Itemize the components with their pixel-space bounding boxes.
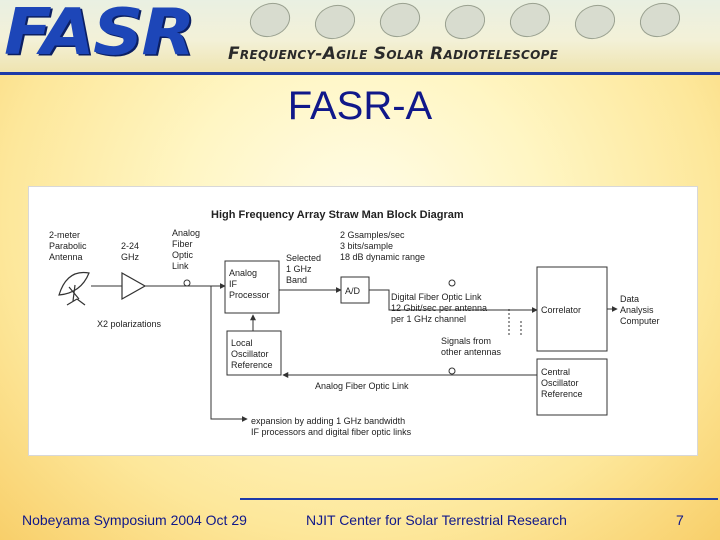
fiber-connector-icon — [183, 279, 191, 287]
digital-link-label: Digital Fiber Optic Link 12 Gbit/sec per… — [391, 292, 487, 324]
svg-text:other antennas: other antennas — [441, 347, 502, 357]
svg-text:Optic: Optic — [172, 250, 194, 260]
svg-text:12 Gbit/sec per antenna: 12 Gbit/sec per antenna — [391, 303, 487, 313]
header-rule — [0, 72, 720, 75]
header-banner: FASR Frequency-Agile Solar Radiotelescop… — [0, 0, 720, 72]
sampling-label: 2 Gsamples/sec 3 bits/sample 18 dB dynam… — [340, 230, 425, 262]
svg-text:IF: IF — [229, 279, 238, 289]
slide-title: FASR-A — [287, 84, 433, 128]
if-processor-box — [224, 260, 280, 314]
svg-text:Central: Central — [541, 367, 570, 377]
svg-text:Reference: Reference — [541, 389, 583, 399]
svg-text:Band: Band — [286, 275, 307, 285]
svg-text:Parabolic: Parabolic — [49, 241, 87, 251]
svg-text:GHz: GHz — [121, 252, 140, 262]
antenna-label: 2-meter Parabolic Antenna — [49, 230, 87, 262]
svg-text:2-24: 2-24 — [121, 241, 139, 251]
radio-dish-array-image — [249, 2, 681, 40]
expansion-label: expansion by adding 1 GHz bandwidth IF p… — [251, 416, 412, 437]
svg-text:Analog: Analog — [172, 228, 200, 238]
svg-text:Analog: Analog — [229, 268, 257, 278]
svg-text:expansion by adding 1 GHz band: expansion by adding 1 GHz bandwidth — [251, 416, 405, 426]
central-oscillator-label: Central Oscillator Reference — [541, 367, 583, 399]
svg-text:Local: Local — [231, 338, 253, 348]
block-diagram: High Frequency Array Straw Man Block Dia… — [28, 186, 698, 456]
fiber-link-label: Analog Fiber Optic Link — [172, 228, 200, 271]
polarization-label: X2 polarizations — [97, 319, 162, 329]
svg-text:3 bits/sample: 3 bits/sample — [340, 241, 393, 251]
antenna-icon — [58, 271, 90, 306]
ad-converter-box — [340, 276, 370, 304]
svg-text:Digital Fiber Optic Link: Digital Fiber Optic Link — [391, 292, 482, 302]
svg-text:IF processors and digital fibe: IF processors and digital fiber optic li… — [251, 427, 412, 437]
diagram-title: High Frequency Array Straw Man Block Dia… — [211, 209, 464, 221]
ad-label: A/D — [345, 286, 361, 296]
footer-rule — [240, 498, 718, 500]
ad-to-correlator-line — [369, 289, 538, 313]
svg-text:Processor: Processor — [229, 290, 270, 300]
analog-return-label: Analog Fiber Optic Link — [315, 381, 409, 391]
svg-text:18 dB dynamic range: 18 dB dynamic range — [340, 252, 425, 262]
svg-text:Link: Link — [172, 261, 189, 271]
svg-text:Oscillator: Oscillator — [231, 349, 269, 359]
footer-event: Nobeyama Symposium 2004 Oct 29 — [22, 512, 247, 528]
svg-text:per 1 GHz channel: per 1 GHz channel — [391, 314, 466, 324]
data-analysis-label: Data Analysis Computer — [620, 294, 660, 326]
svg-text:2-meter: 2-meter — [49, 230, 80, 240]
svg-text:Signals from: Signals from — [441, 336, 491, 346]
return-connector-icon — [448, 367, 456, 375]
svg-text:Computer: Computer — [620, 316, 660, 326]
expansion-line — [210, 286, 248, 422]
other-antennas-label: Signals from other antennas — [441, 336, 502, 357]
central-oscillator-box — [536, 358, 608, 416]
svg-text:Reference: Reference — [231, 360, 273, 370]
freq-label: 2-24 GHz — [121, 241, 140, 262]
svg-text:Antenna: Antenna — [49, 252, 83, 262]
page-number: 7 — [676, 512, 684, 528]
correlator-box — [536, 266, 608, 352]
svg-text:Oscillator: Oscillator — [541, 378, 579, 388]
local-oscillator-label: Local Oscillator Reference — [231, 338, 273, 370]
svg-text:1 GHz: 1 GHz — [286, 264, 312, 274]
svg-text:Data: Data — [620, 294, 639, 304]
local-oscillator-box — [226, 330, 282, 376]
svg-text:Fiber: Fiber — [172, 239, 193, 249]
svg-text:Analysis: Analysis — [620, 305, 654, 315]
digital-connector-icon — [448, 279, 456, 287]
if-processor-label: Analog IF Processor — [229, 268, 270, 300]
amplifier-triangle — [121, 271, 147, 301]
banner-subtitle: Frequency-Agile Solar Radiotelescope — [228, 44, 559, 64]
svg-text:2 Gsamples/sec: 2 Gsamples/sec — [340, 230, 405, 240]
correlator-label: Correlator — [541, 305, 581, 315]
fasr-logo: FASR — [4, 0, 195, 70]
svg-text:Selected: Selected — [286, 253, 321, 263]
band-label: Selected 1 GHz Band — [286, 253, 321, 285]
footer-institution: NJIT Center for Solar Terrestrial Resear… — [306, 512, 567, 528]
